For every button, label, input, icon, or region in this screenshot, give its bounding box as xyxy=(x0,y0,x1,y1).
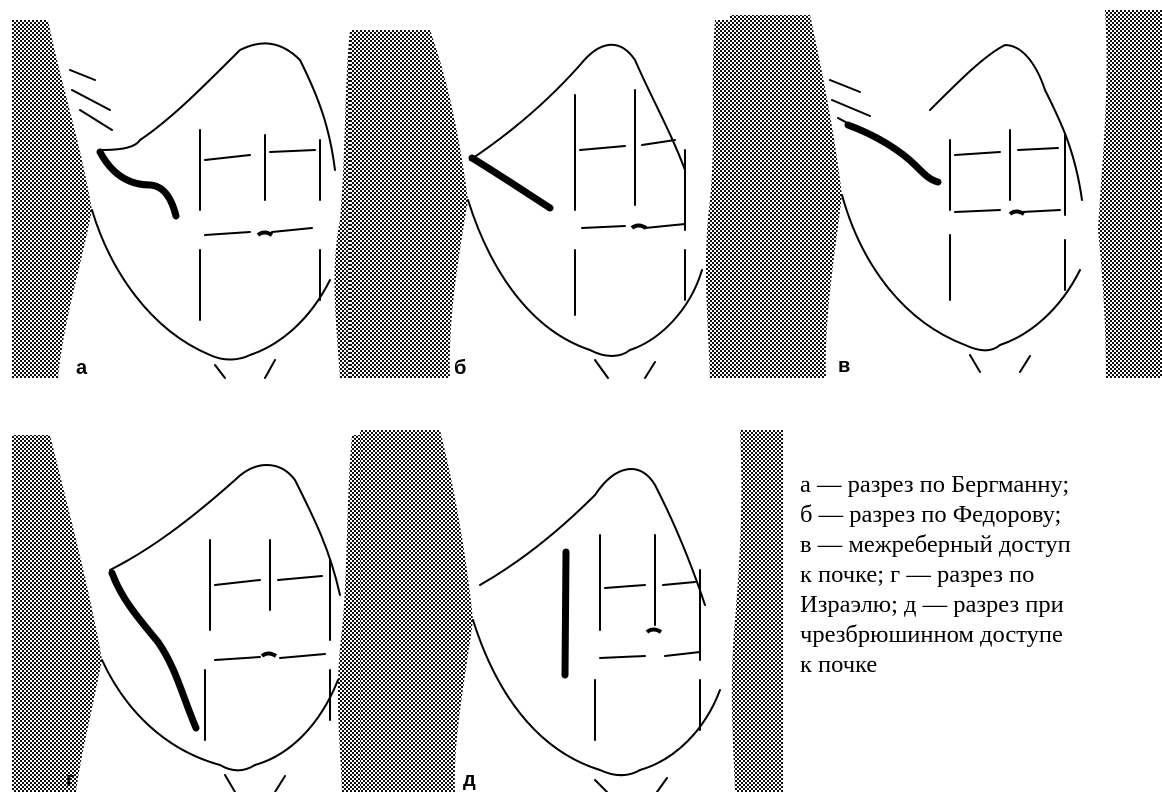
panel-d: д xyxy=(355,420,785,792)
panel-letter: в xyxy=(838,355,850,377)
panel-letter: б xyxy=(454,357,466,379)
incision-line xyxy=(565,552,566,675)
caption-line: в — межреберный доступ xyxy=(800,530,1162,560)
torso-drawing-v: в xyxy=(730,0,1162,380)
navel xyxy=(1010,212,1024,215)
left-hatched-block xyxy=(12,435,102,792)
panel-b: б xyxy=(350,0,730,380)
right-hatched-block xyxy=(732,430,783,792)
left-hatched-block xyxy=(360,430,473,792)
incision-line xyxy=(472,158,550,208)
torso-outline xyxy=(473,469,720,792)
panel-g: г xyxy=(0,420,360,792)
torso-outline xyxy=(468,45,702,378)
panel-letter: д xyxy=(463,769,476,791)
caption-line: к почке xyxy=(800,650,1162,680)
figure-caption: а — разрез по Бергманну; б — разрез по Ф… xyxy=(800,470,1162,680)
panel-letter: г xyxy=(66,769,74,791)
left-hatched-block xyxy=(350,30,468,378)
caption-line: а — разрез по Бергманну; xyxy=(800,470,1162,500)
incision-line xyxy=(100,152,176,216)
torso-drawing-g: г xyxy=(0,420,360,792)
caption-line: Израэлю; д — разрез при xyxy=(800,590,1162,620)
torso-outline xyxy=(102,465,340,792)
right-hatched-block xyxy=(1098,10,1162,378)
navel xyxy=(262,654,276,657)
left-hatched-block xyxy=(730,15,842,378)
torso-drawing-a: а xyxy=(0,0,360,380)
torso-outline xyxy=(70,43,335,378)
caption-line: к почке; г — разрез по xyxy=(800,560,1162,590)
incision-line xyxy=(848,125,938,182)
torso-outline xyxy=(830,45,1082,372)
torso-drawing-d: д xyxy=(355,420,785,792)
navel xyxy=(258,233,272,236)
panel-letter: а xyxy=(76,357,88,379)
panel-v: в xyxy=(730,0,1162,380)
right-hatched-block xyxy=(706,20,730,378)
navel xyxy=(632,226,646,229)
torso-drawing-b: б xyxy=(350,0,730,380)
navel xyxy=(647,630,661,633)
caption-line: чрезбрюшинном доступе xyxy=(800,620,1162,650)
caption-line: б — разрез по Федорову; xyxy=(800,500,1162,530)
incision-line xyxy=(112,573,196,728)
panel-a: а xyxy=(0,0,360,380)
